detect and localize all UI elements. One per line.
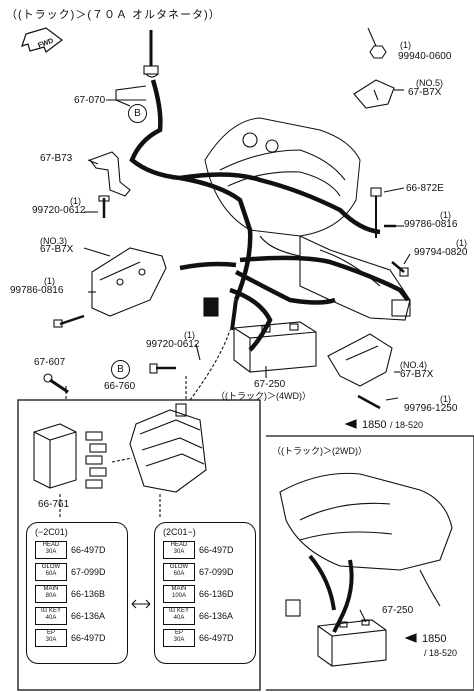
callout-b-top: B [128, 104, 147, 123]
note-no4: (NO.4) [400, 360, 427, 370]
fuse-right-head-part[interactable]: 66-497D [199, 545, 234, 555]
qty-99794: (1) [456, 238, 467, 248]
part-67-b7x-no5[interactable]: 67-B7X [408, 87, 442, 98]
part-99794-0820[interactable]: 99794-0820 [414, 247, 468, 258]
fuse-left-igkey-part[interactable]: 66-136A [71, 611, 106, 621]
part-66-761[interactable]: 66-761 [38, 499, 70, 510]
part-67-b7x-no4[interactable]: 67-B7X [400, 369, 434, 380]
part-67-b73[interactable]: 67-B73 [40, 153, 73, 164]
fuse-panel-left-header: (−2C01) [35, 527, 68, 537]
fuse-right-ep-part[interactable]: 66-497D [199, 633, 234, 643]
inset-header-2wd: （(トラック)＞(2WD)） [272, 446, 367, 456]
qty-99940: (1) [400, 40, 411, 50]
note-no3: (NO.3) [40, 236, 67, 246]
fuse-left-igkey: IG KEY 40A [35, 607, 67, 625]
fuse-panel-right: (2C01−) HEAD 30A 66-497D GLOW 60A 67-099… [154, 522, 256, 664]
reference-arrow-icon-inset [404, 633, 417, 643]
fuse-right-main-part[interactable]: 66-136D [199, 589, 234, 599]
fuse-left-glow: GLOW 60A [35, 563, 67, 581]
fuse-left-glow-part[interactable]: 67-099D [71, 567, 106, 577]
part-66-760[interactable]: 66-760 [104, 381, 136, 392]
fuse-panel-right-header: (2C01−) [163, 527, 196, 537]
inset-ref-18-520[interactable]: / 18-520 [424, 648, 458, 658]
fuse-left-ep: EP 30A [35, 629, 67, 647]
part-99720-0612-top[interactable]: 99720-0612 [32, 205, 86, 216]
fuse-right-igkey: IG KEY 40A [163, 607, 195, 625]
reference-arrow-icon [344, 419, 357, 429]
inset-part-67-250[interactable]: 67-250 [382, 605, 414, 616]
inset-ref-1850[interactable]: 1850 [422, 633, 447, 645]
part-99786-0816-right[interactable]: 99786-0816 [404, 219, 458, 230]
fuse-right-ep: EP 30A [163, 629, 195, 647]
part-67-070[interactable]: 67-070 [74, 95, 106, 106]
note-no5: (NO.5) [416, 78, 443, 88]
qty-99720-mid: (1) [184, 330, 195, 340]
fuse-right-head: HEAD 30A [163, 541, 195, 559]
note-4wd: （(トラック)＞(4WD)） [216, 391, 311, 401]
fwd-arrow-icon [21, 27, 63, 53]
part-99720-0612-mid[interactable]: 99720-0612 [146, 339, 200, 350]
part-67-607[interactable]: 67-607 [34, 357, 66, 368]
fuse-right-igkey-part[interactable]: 66-136A [199, 611, 234, 621]
fuse-left-head: HEAD 30A [35, 541, 67, 559]
callout-b-fusebox: B [111, 360, 130, 379]
qty-99720-top: (1) [70, 196, 81, 206]
part-67-250[interactable]: 67-250 [254, 379, 286, 390]
fuse-panel-left: (−2C01) HEAD 30A 66-497D GLOW 60A 67-099… [26, 522, 128, 664]
fuse-left-main: MAIN 80A [35, 585, 67, 603]
part-99786-0816-left[interactable]: 99786-0816 [10, 285, 64, 296]
fuse-right-glow: GLOW 60A [163, 563, 195, 581]
fuse-left-main-part[interactable]: 66-136B [71, 589, 106, 599]
part-67-b7x-no3[interactable]: 67-B7X [40, 244, 74, 255]
ref-18-520[interactable]: / 18-520 [390, 420, 424, 430]
part-66-872e[interactable]: 66-872E [406, 183, 444, 194]
fuse-right-glow-part[interactable]: 67-099D [199, 567, 234, 577]
diagram-title: （(トラック)＞(７０Ａ オルタネータ)） [6, 9, 221, 21]
fuse-right-main: MAIN 100A [163, 585, 195, 603]
qty-99786-right: (1) [440, 210, 451, 220]
qty-99796: (1) [440, 394, 451, 404]
fuse-left-head-part[interactable]: 66-497D [71, 545, 106, 555]
swap-arrow-icon [131, 599, 151, 609]
part-99796-1250[interactable]: 99796-1250 [404, 403, 458, 414]
part-99940-0600[interactable]: 99940-0600 [398, 51, 452, 62]
fuse-left-ep-part[interactable]: 66-497D [71, 633, 106, 643]
qty-99786-left: (1) [44, 276, 55, 286]
ref-1850[interactable]: 1850 [362, 419, 387, 431]
